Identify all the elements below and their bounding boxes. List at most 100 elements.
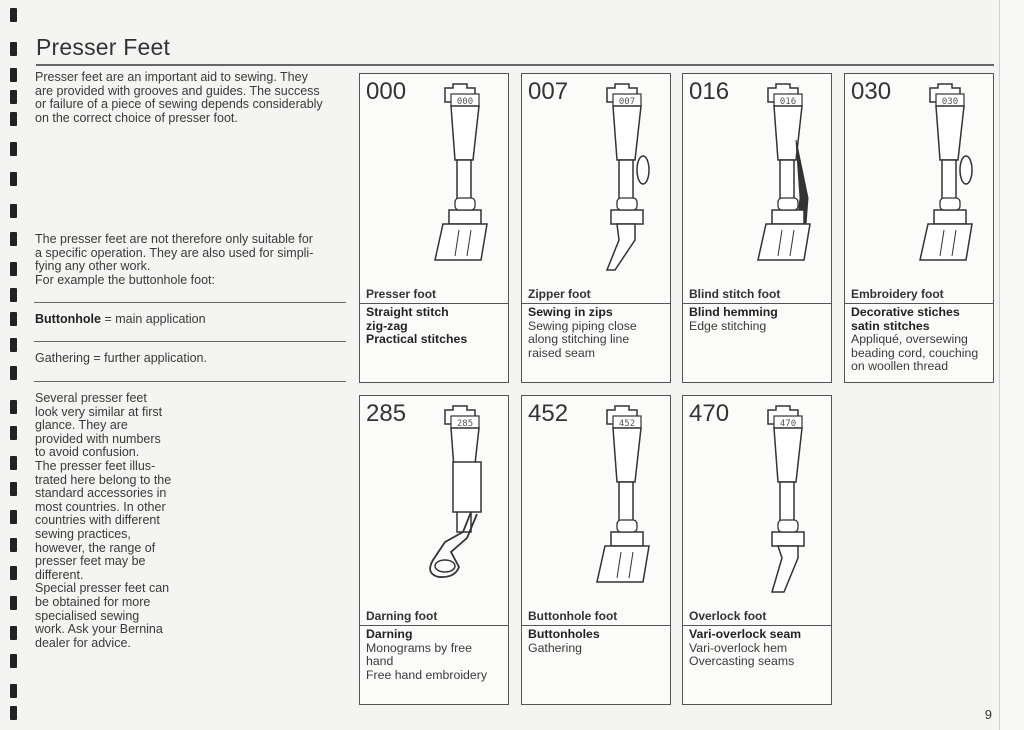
intro-line: or failure of a piece of sewing depends … [35, 97, 323, 112]
binding-hole [10, 262, 17, 276]
foot-use-line: Overcasting seams [689, 654, 795, 669]
binding-hole [10, 42, 17, 56]
foot-name: Buttonhole foot [528, 609, 618, 623]
foot-code: 007 [528, 78, 569, 105]
page-number: 9 [984, 707, 992, 722]
example-row-further: Gathering = further application. [35, 351, 207, 365]
intro-paragraph: Presser feet are an important aid to sew… [35, 70, 323, 125]
svg-text:000: 000 [457, 97, 473, 107]
second-line: a specific operation. They are also used… [35, 245, 314, 260]
foot-use-line: Blind hemming [689, 305, 778, 319]
foot-use-line: Free hand embroidery [366, 667, 487, 682]
binding-hole [10, 426, 17, 440]
foot-use-line: beading cord, couching [851, 345, 979, 360]
foot-use-line: Sewing piping close [528, 318, 637, 333]
card-divider [360, 303, 508, 304]
foot-use-line: Sewing in zips [528, 305, 613, 319]
card-divider [360, 625, 508, 626]
page-edge [999, 0, 1024, 730]
third-line: presser feet may be [35, 554, 146, 569]
third-line: look very similar at first [35, 404, 163, 419]
foot-name: Embroidery foot [851, 287, 944, 301]
third-line: Special presser feet can [35, 581, 170, 596]
binding-hole [10, 706, 17, 720]
binding-hole [10, 482, 17, 496]
page-title: Presser Feet [36, 34, 171, 60]
binding-hole [10, 654, 17, 668]
third-line: specialised sewing [35, 608, 140, 623]
binding-hole [10, 400, 17, 414]
intro-line: are provided with grooves and guides. Th… [35, 83, 320, 98]
svg-text:470: 470 [780, 419, 796, 429]
binding-hole [10, 68, 17, 82]
third-line: work. Ask your Bernina [35, 622, 163, 637]
card-divider [683, 625, 831, 626]
foot-use-line: hand [366, 654, 394, 669]
binding-hole [10, 112, 17, 126]
third-line: Several presser feet [35, 391, 147, 405]
foot-use-line: Gathering [528, 640, 583, 655]
title-rule [36, 64, 994, 66]
foot-name: Zipper foot [528, 287, 591, 301]
foot-code: 452 [528, 400, 569, 427]
presser-foot-illustration: 000 [415, 80, 515, 280]
svg-text:285: 285 [457, 419, 473, 429]
binding-hole [10, 312, 17, 326]
foot-code: 030 [851, 78, 892, 105]
foot-code: 000 [366, 78, 407, 105]
foot-use-line: satin stitches [851, 318, 930, 333]
foot-use-line: Monograms by free [366, 640, 472, 655]
card-divider [683, 303, 831, 304]
foot-use-line: zig-zag [366, 318, 408, 333]
presser-foot-illustration: 007 [577, 80, 677, 280]
second-line: The presser feet are not therefore only … [35, 232, 313, 246]
foot-use-line: raised seam [528, 345, 595, 360]
binding-hole [10, 8, 17, 22]
third-line: different. [35, 567, 84, 582]
third-line: provided with numbers [35, 431, 161, 446]
foot-code: 470 [689, 400, 730, 427]
third-line: to avoid confusion. [35, 445, 140, 460]
binding-hole [10, 456, 17, 470]
third-line: however, the range of [35, 540, 156, 555]
foot-use-line: along stitching line [528, 332, 630, 347]
svg-text:007: 007 [619, 97, 635, 107]
card-divider [522, 303, 670, 304]
example-row-main: Buttonhole = main application [35, 312, 206, 326]
second-paragraph: The presser feet are not therefore only … [35, 232, 314, 287]
foot-use-line: on woollen thread [851, 359, 949, 374]
foot-use-line: Edge stitching [689, 318, 767, 333]
foot-name: Overlock foot [689, 609, 767, 623]
example-row-main-bold: Buttonhole [35, 312, 101, 326]
svg-text:452: 452 [619, 419, 635, 429]
intro-line: on the correct choice of presser foot. [35, 110, 238, 125]
foot-name: Blind stitch foot [689, 287, 781, 301]
binding-hole [10, 172, 17, 186]
presser-foot-illustration: 030 [900, 80, 1000, 280]
foot-use-line: Vari-overlock seam [689, 627, 802, 641]
foot-name: Presser foot [366, 287, 437, 301]
binding-hole [10, 626, 17, 640]
third-line: be obtained for more [35, 594, 151, 609]
third-line: countries with different [35, 513, 160, 528]
foot-code: 016 [689, 78, 730, 105]
presser-foot-illustration: 016 [738, 80, 838, 280]
foot-name: Darning foot [366, 609, 438, 623]
second-line: For example the buttonhole foot: [35, 272, 215, 287]
third-line: glance. They are [35, 418, 128, 433]
presser-foot-illustration: 452 [577, 402, 677, 602]
foot-use-line: Practical stitches [366, 332, 468, 347]
binding-hole [10, 288, 17, 302]
second-line: fying any other work. [35, 259, 151, 274]
binding-hole [10, 684, 17, 698]
third-line: sewing practices, [35, 526, 131, 541]
example-rule-bottom [34, 381, 346, 382]
